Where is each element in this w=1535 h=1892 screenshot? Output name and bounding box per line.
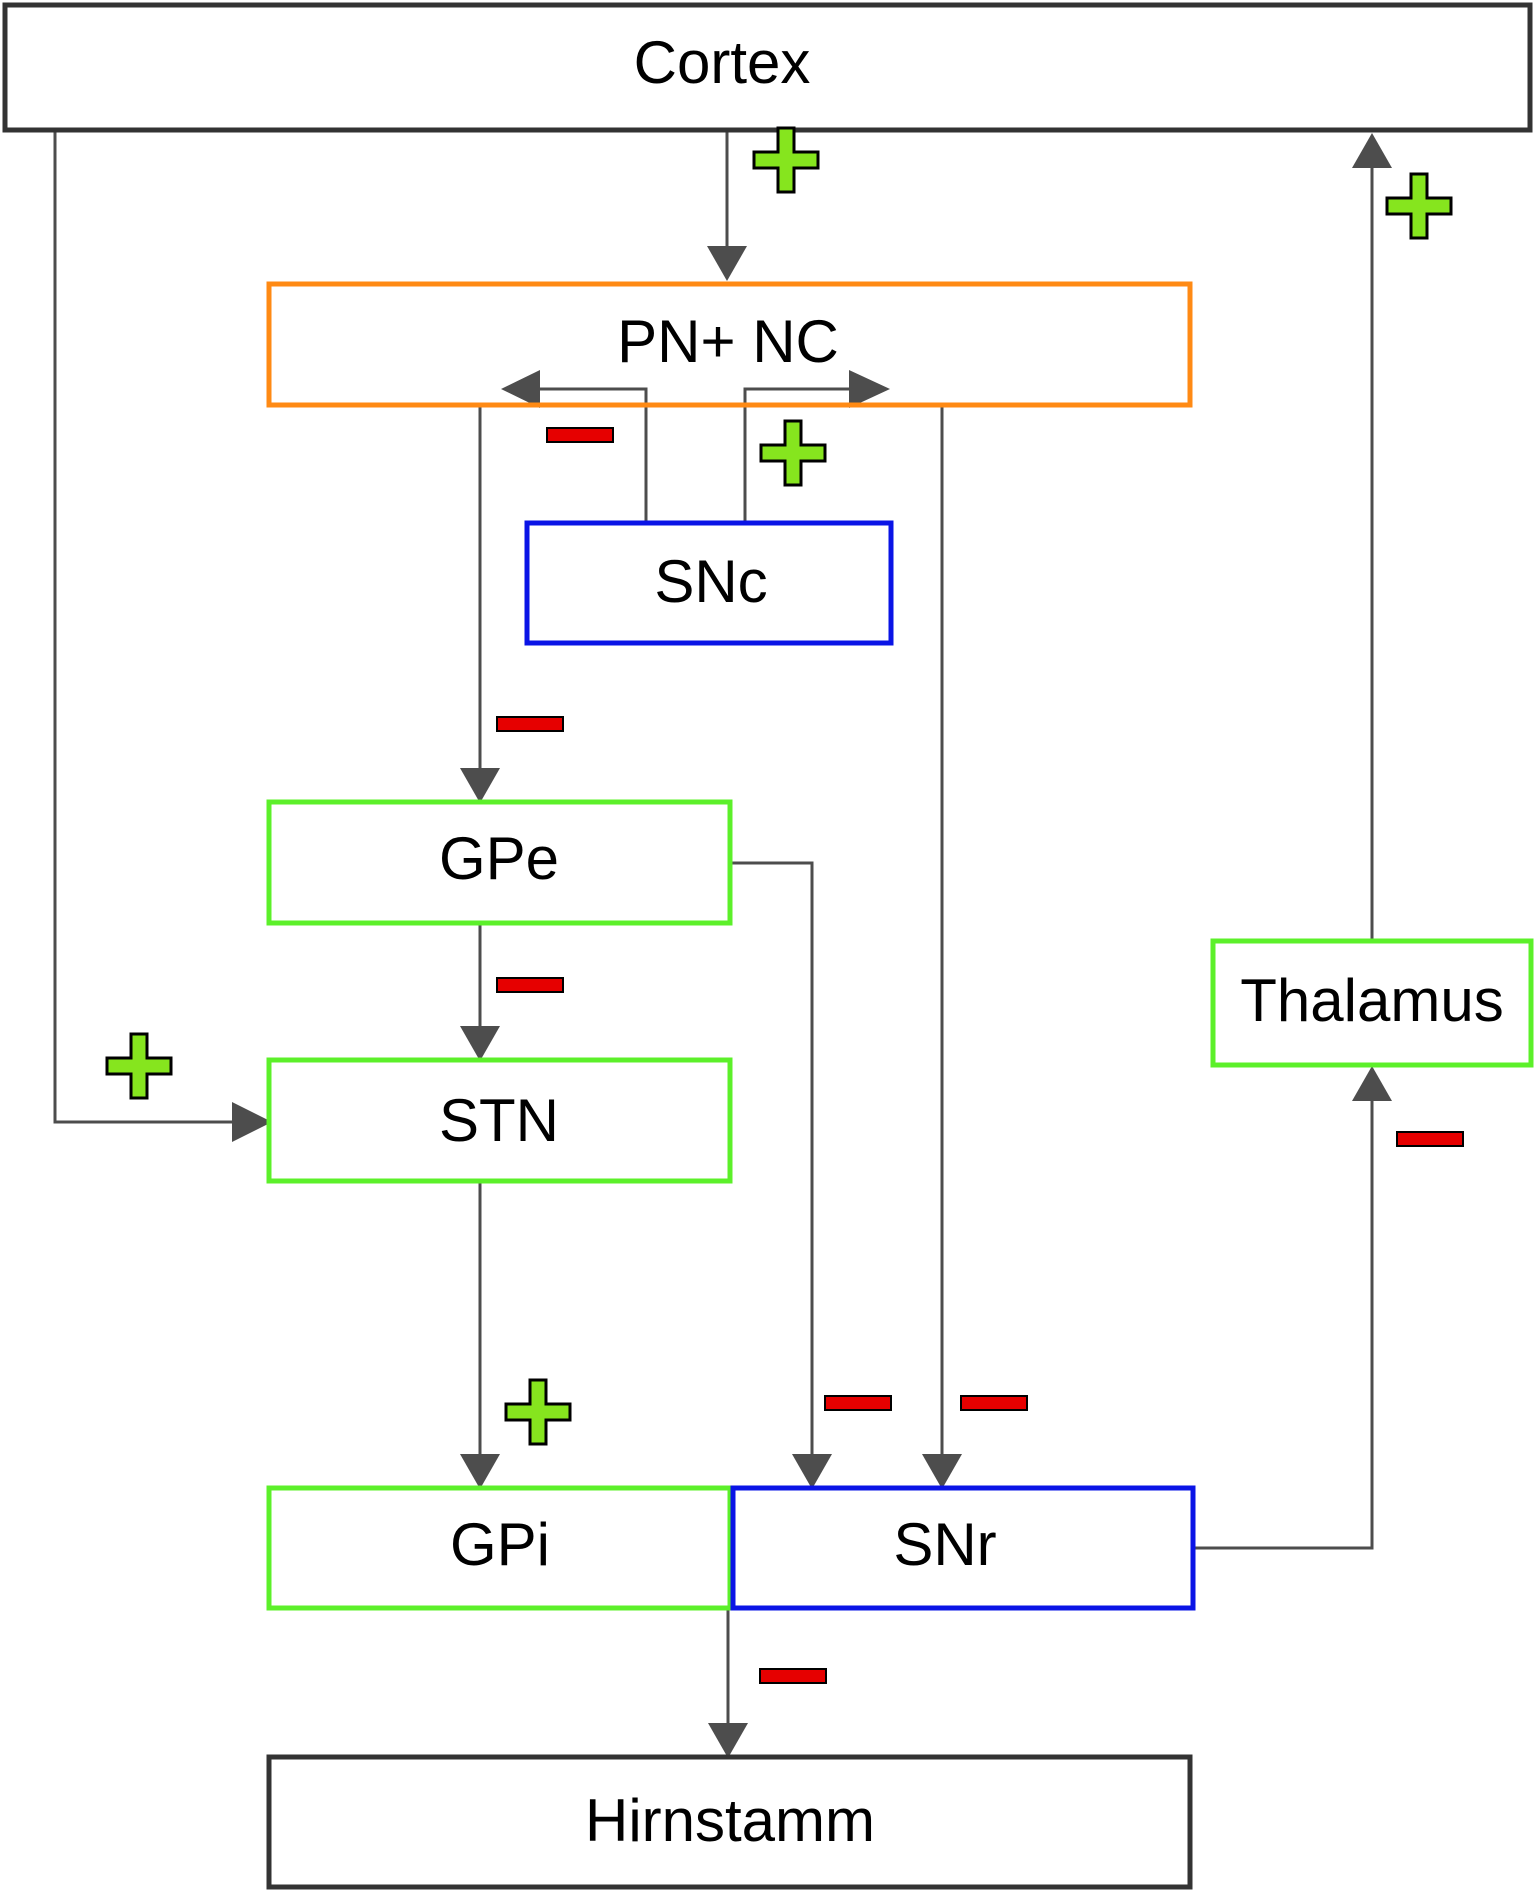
minus-icon: [496, 977, 564, 993]
minus-icon: [546, 427, 614, 443]
edges: [53, 132, 1374, 1727]
node-label-cortex: Cortex: [634, 29, 811, 96]
edge-snr-to-thalamus: [1193, 1096, 1374, 1550]
minus-icon: [759, 1668, 827, 1684]
arrowhead-stn-left: [232, 1102, 272, 1142]
node-cortex: Cortex: [2, 2, 1533, 133]
node-label-stn: STN: [439, 1087, 559, 1154]
node-gpi: GPi: [266, 1485, 733, 1611]
plus-icon: [752, 126, 820, 194]
node-pn-nc: PN+ NC: [266, 281, 1193, 408]
arrowhead-cortex: [1352, 133, 1392, 168]
node-label-snc: SNc: [654, 548, 767, 615]
arrowhead-snr-left: [792, 1454, 832, 1489]
minus-icon: [824, 1395, 892, 1411]
plus-icon: [504, 1378, 572, 1446]
arrowhead-pn-nc-right: [849, 370, 890, 408]
node-snc: SNc: [524, 520, 894, 646]
arrowheads: [232, 133, 1392, 1758]
arrowhead-stn-top: [460, 1026, 500, 1061]
arrowhead-thalamus: [1352, 1066, 1392, 1101]
arrowhead-pn-nc: [707, 246, 747, 281]
arrowhead-snr-right: [922, 1454, 962, 1489]
plus-icon: [1385, 172, 1453, 240]
edge-snc-to-pn-nc-right: [743, 387, 855, 524]
node-label-snr: SNr: [893, 1511, 996, 1578]
edge-snc-to-pn-nc-left: [534, 387, 648, 524]
node-label-thalamus: Thalamus: [1240, 967, 1503, 1034]
edge-cortex-to-stn: [53, 132, 238, 1124]
node-label-hirnstamm: Hirnstamm: [585, 1787, 875, 1854]
plus-icon: [105, 1032, 173, 1100]
node-stn: STN: [266, 1057, 733, 1184]
arrowhead-gpi: [460, 1454, 500, 1489]
node-hirnstamm: Hirnstamm: [266, 1754, 1193, 1890]
arrowhead-gpe: [460, 768, 500, 803]
node-gpe: GPe: [266, 799, 733, 926]
minus-icon: [960, 1395, 1028, 1411]
arrowhead-hirnstamm: [708, 1723, 748, 1758]
node-label-pn-nc: PN+ NC: [617, 308, 839, 375]
arrowhead-pn-nc-left: [501, 370, 540, 408]
node-thalamus: Thalamus: [1210, 938, 1534, 1068]
node-snr: SNr: [730, 1485, 1196, 1611]
edge-gpe-to-snr: [732, 861, 814, 1457]
plus-icon: [759, 419, 827, 487]
signs: [105, 126, 1464, 1684]
minus-icon: [1396, 1131, 1464, 1147]
minus-icon: [496, 716, 564, 732]
node-label-gpe: GPe: [439, 825, 559, 892]
node-label-gpi: GPi: [450, 1511, 550, 1578]
